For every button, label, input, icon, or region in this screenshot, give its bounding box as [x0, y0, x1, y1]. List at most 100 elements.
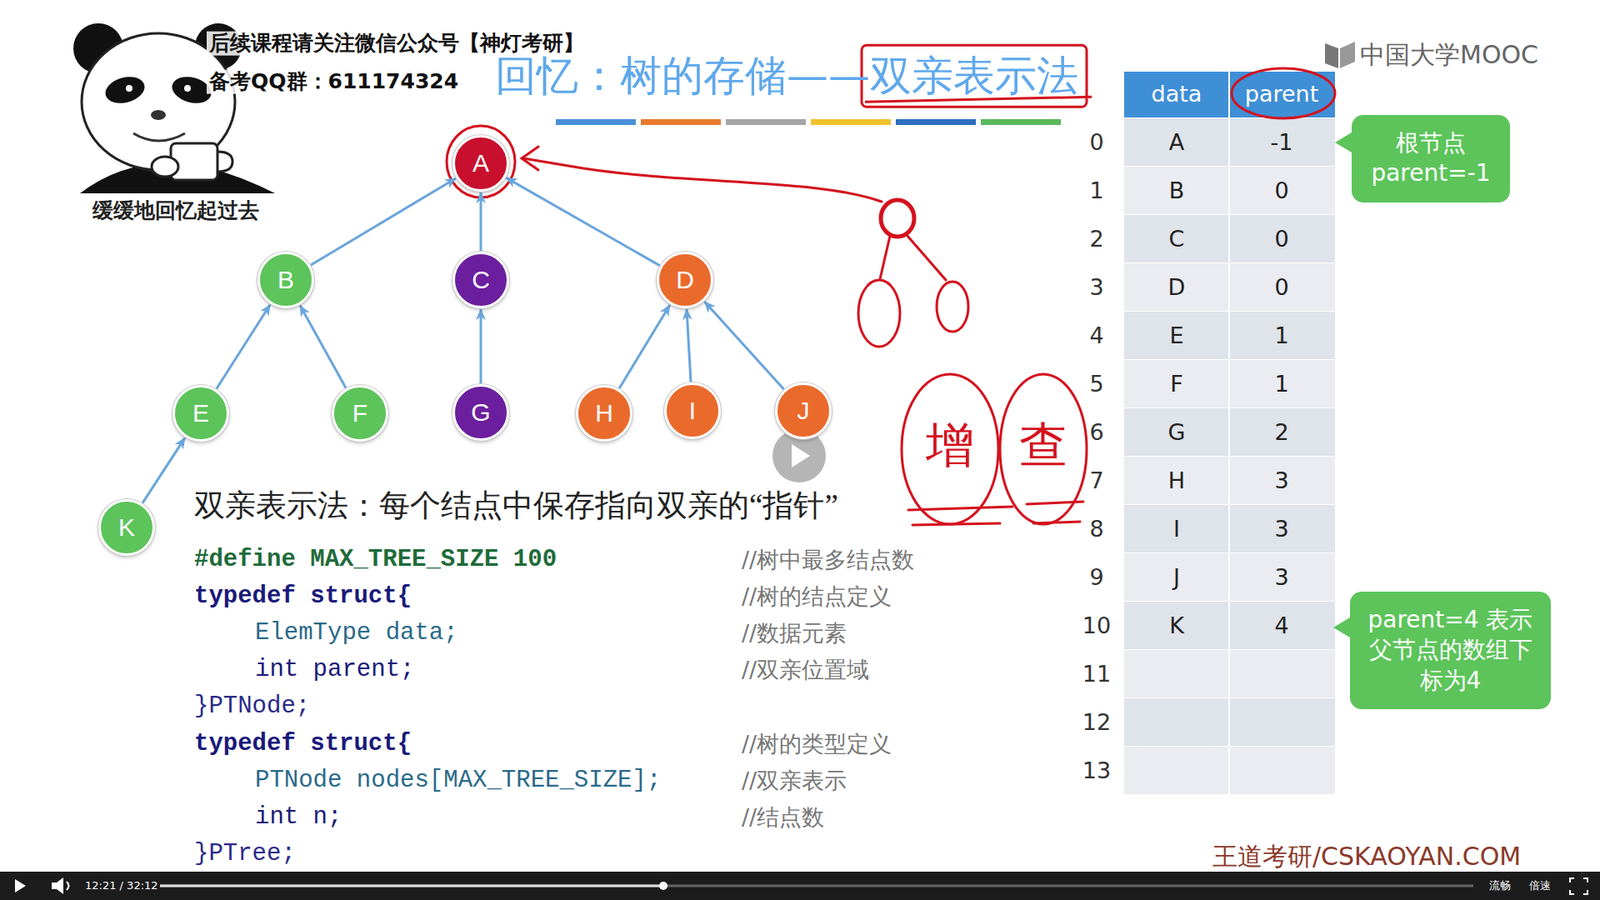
tree-node: D	[656, 251, 714, 309]
table-cell: -1	[1270, 129, 1294, 155]
tree-edge	[480, 192, 483, 251]
tree-node: J	[775, 382, 832, 440]
handwriting	[446, 68, 1335, 525]
table-cell: B	[1169, 177, 1185, 204]
array-index: 12	[1082, 709, 1111, 735]
description-text: 双亲表示法：每个结点中保存指向双亲的“指针”	[194, 488, 839, 525]
logo-text: 中国大学MOOC	[1360, 40, 1539, 70]
code-comment: //数据元素	[741, 620, 847, 647]
code-comment: //双亲表示	[741, 767, 847, 794]
array-index: 0	[1089, 129, 1104, 155]
tree-edge	[310, 178, 456, 265]
array-index: 11	[1082, 660, 1111, 687]
tree-edge	[300, 305, 346, 389]
video-time: 12:21 / 32:12	[85, 880, 159, 893]
tree-edge	[619, 305, 670, 389]
array-index: 7	[1089, 467, 1104, 494]
code-line: PTNode nodes[MAX_TREE_SIZE];	[255, 766, 661, 795]
node-letter: B	[277, 265, 295, 295]
code-line: #define MAX_TREE_SIZE 100	[194, 545, 557, 574]
array-index: 1	[1089, 177, 1104, 204]
code-comment: //双亲位置域	[741, 657, 870, 684]
table-cell: H	[1168, 467, 1185, 494]
code-line: }PTNode;	[194, 693, 310, 721]
tree-node: I	[664, 382, 721, 440]
code-comment: //结点数	[741, 804, 825, 830]
node-letter: D	[675, 265, 695, 295]
table-cell: 1	[1274, 370, 1289, 397]
array-index: 2	[1089, 225, 1104, 252]
code-line: ElemType data;	[255, 620, 459, 648]
callout-bubble: parent=4 表示父节点的数组下标为4	[1350, 591, 1551, 710]
tree-node: B	[257, 251, 315, 309]
callout-pointer	[1333, 617, 1350, 638]
table-cell: D	[1168, 274, 1186, 300]
array-index: 13	[1082, 757, 1111, 784]
table-cell: I	[1173, 515, 1180, 542]
tree-edge	[480, 309, 483, 384]
table-cell: F	[1170, 370, 1184, 397]
tree-node: G	[452, 384, 510, 441]
node-letter: C	[471, 265, 490, 295]
node-letter: J	[797, 396, 810, 425]
array-index: 6	[1089, 419, 1104, 445]
tree-edge	[704, 301, 784, 390]
table-cell: 4	[1274, 612, 1289, 639]
tree-node: E	[172, 385, 230, 442]
table-cell: A	[1169, 129, 1185, 155]
tree-edge	[505, 177, 660, 265]
array-index: 5	[1089, 370, 1104, 397]
tree-node: H	[575, 385, 633, 442]
callout-text: parent=4 表示父节点的数组下标为4	[1361, 605, 1540, 696]
table-cell: E	[1169, 322, 1184, 349]
node-letter: E	[192, 399, 210, 428]
table-cell: G	[1168, 419, 1186, 445]
code-line: typedef struct{	[194, 730, 412, 758]
table-cell: J	[1173, 564, 1180, 590]
video-control-text: 流畅	[1489, 880, 1511, 893]
code-line: }PTree;	[194, 840, 296, 868]
watermark-text: 备考QQ群：611174324	[206, 70, 461, 95]
tree-edge	[142, 437, 185, 503]
array-index: 8	[1089, 515, 1104, 542]
watermark-text: 王道考研/CSKAOYAN.COM	[1212, 842, 1521, 872]
array-table	[1124, 71, 1335, 795]
array-index: 9	[1089, 564, 1104, 590]
handwritten-note: 查	[1019, 418, 1068, 475]
watermark-text: 后续课程请关注微信公众号【神灯考研】	[206, 31, 587, 56]
table-cell: 3	[1274, 564, 1289, 590]
table-header: parent	[1245, 80, 1320, 107]
array-index: 4	[1089, 322, 1104, 349]
code-comment: //树的结点定义	[741, 584, 892, 610]
callout-pointer	[1335, 132, 1352, 153]
table-cell: C	[1169, 225, 1185, 252]
node-letter: K	[118, 513, 135, 542]
tree-node: C	[452, 251, 510, 309]
table-cell: 0	[1274, 274, 1289, 300]
tree-edge	[216, 305, 270, 390]
meme-caption: 缓缓地回忆起过去	[92, 199, 260, 224]
node-letter: F	[352, 399, 368, 428]
slide-title: 回忆：树的存储——双亲表示法	[495, 52, 1079, 101]
table-header: data	[1151, 80, 1203, 107]
title-underbar	[555, 119, 1061, 125]
code-line: typedef struct{	[194, 582, 412, 610]
array-index: 3	[1089, 274, 1104, 300]
code-line: int parent;	[255, 656, 415, 685]
table-cell: 0	[1274, 225, 1289, 252]
callout-text: 根节点 parent=-1	[1363, 128, 1499, 190]
video-controls	[0, 871, 1600, 900]
table-cell: K	[1169, 612, 1185, 639]
code-comment: //树中最多结点数	[741, 546, 915, 573]
node-letter: H	[595, 399, 614, 428]
tree-node: A	[452, 135, 510, 192]
callout-bubble: 根节点 parent=-1	[1351, 115, 1510, 203]
mooc-icon	[1325, 41, 1355, 69]
tree-node: F	[331, 385, 389, 442]
table-cell: 3	[1274, 515, 1289, 542]
table-cell: 2	[1274, 419, 1289, 445]
node-letter: G	[470, 398, 490, 427]
node-letter: A	[472, 149, 490, 178]
video-control-text: 倍速	[1529, 880, 1551, 893]
